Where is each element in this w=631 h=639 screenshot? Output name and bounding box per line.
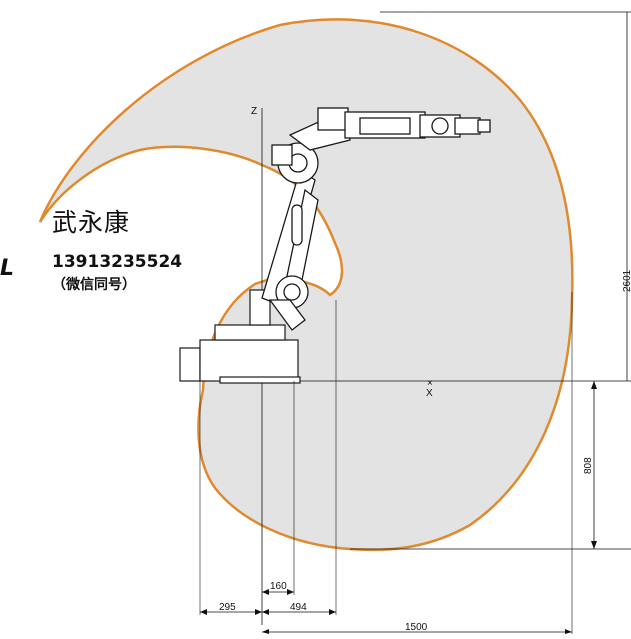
dim-label-2601: 2601 — [622, 269, 631, 292]
robot-upper-arm — [271, 107, 491, 184]
dim-label-808: 808 — [583, 457, 594, 474]
contact-note: （微信同号） — [52, 277, 136, 293]
contact-name: 武永康 — [52, 208, 131, 237]
dim-arrow-160-left — [262, 589, 269, 595]
dim-arrow-1500-left — [262, 629, 269, 634]
dim-arrow-494-left — [262, 609, 269, 615]
robot-base — [179, 289, 301, 384]
dim-arrow-808-bottom — [591, 541, 597, 549]
x-axis-label: X — [426, 388, 433, 399]
contact-phone: 13913235524 — [52, 252, 183, 272]
z-axis-label: Z — [251, 106, 257, 117]
dim-arrow-808-top — [591, 381, 597, 389]
dim-label-494: 494 — [290, 602, 307, 613]
dim-arrow-160-right — [287, 589, 294, 595]
robot-lower-arm — [261, 168, 319, 331]
dim-label-1500: 1500 — [405, 622, 428, 633]
dim-arrow-494-right — [329, 609, 336, 615]
dim-label-295: 295 — [219, 602, 236, 613]
contact-watermark: 武永康 13913235524 （微信同号） — [52, 206, 182, 294]
dim-arrow-1500-right — [565, 629, 572, 634]
dim-arrow-295-right — [255, 609, 262, 615]
dim-label-160: 160 — [270, 581, 287, 592]
dim-arrow-295-left — [200, 609, 207, 615]
x-axis-tick-mark: × — [427, 378, 433, 389]
edge-mark-text: L — [0, 256, 15, 281]
